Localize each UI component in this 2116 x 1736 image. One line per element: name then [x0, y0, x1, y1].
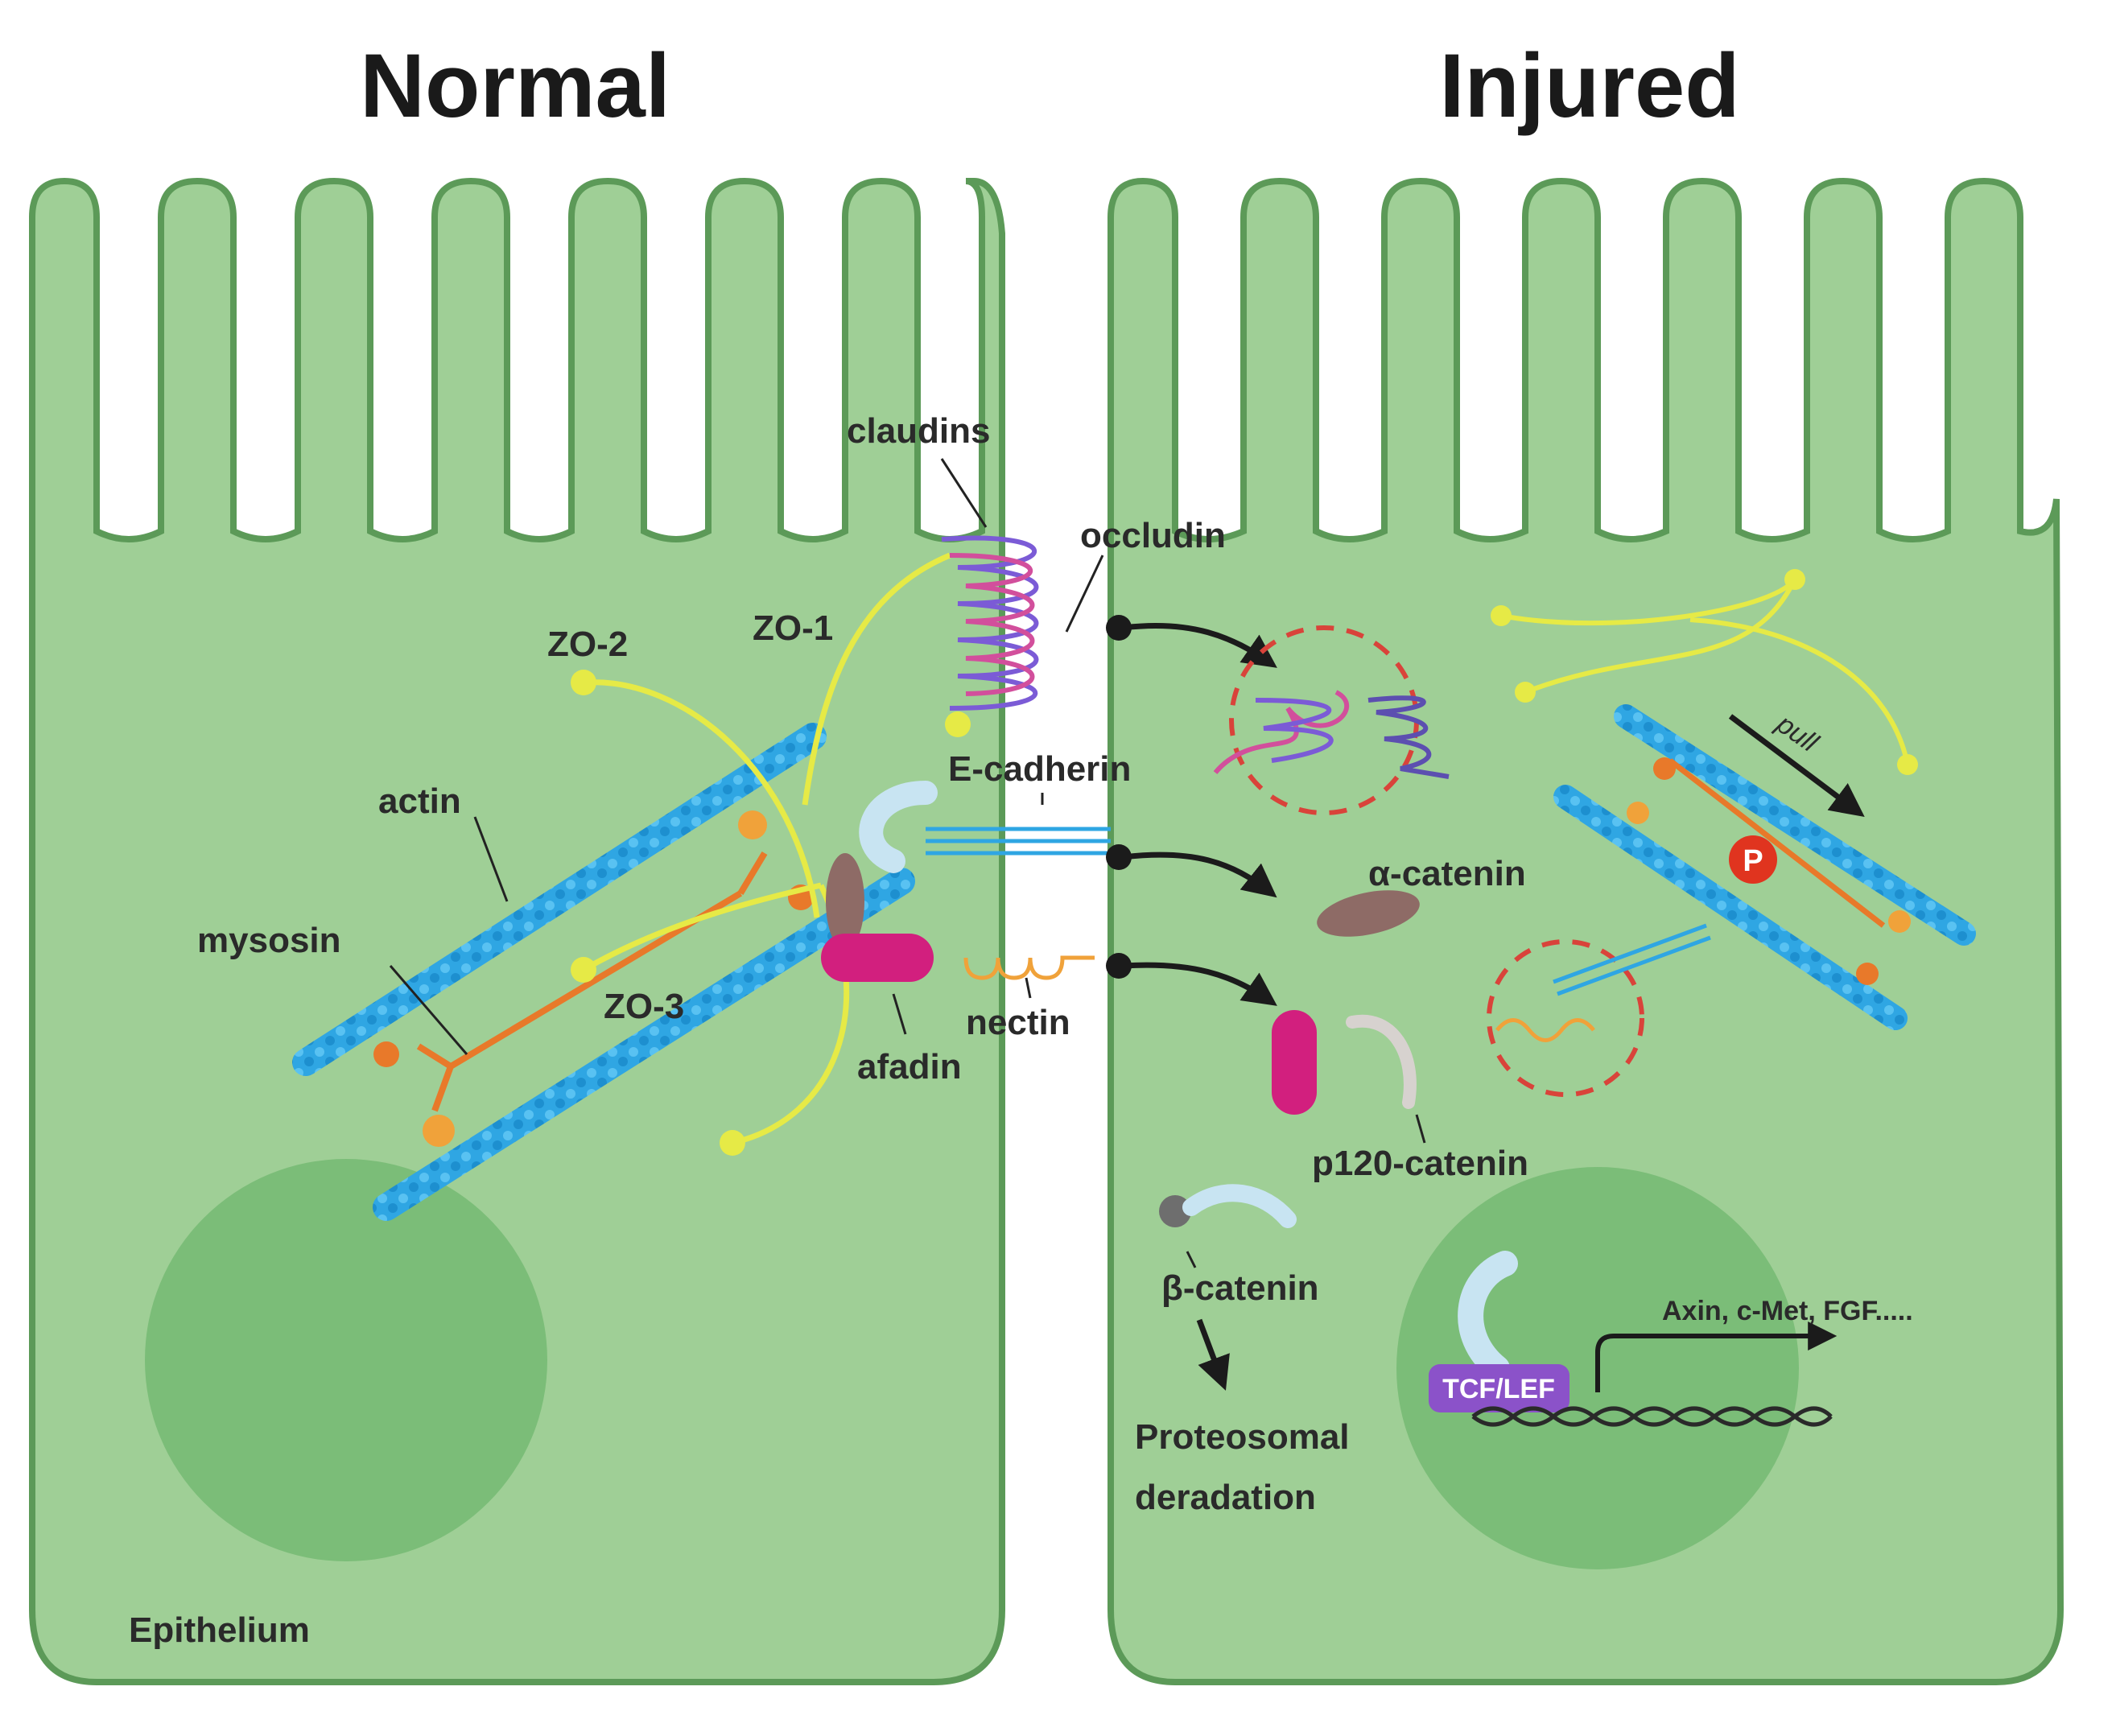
label-targets: Axin, c-Met, FGF..... — [1662, 1296, 1913, 1326]
normal-actin-filaments — [292, 723, 915, 1221]
leader-beta — [1186, 1251, 1197, 1268]
injured-zo-proteins — [1500, 578, 1910, 765]
injured-nectin — [1495, 1018, 1595, 1042]
e-cadherin-normal — [926, 827, 1111, 856]
pull-arrow — [1728, 714, 1865, 818]
label-actin: actin — [378, 781, 461, 821]
afadin-normal — [821, 934, 934, 982]
zo-end — [1897, 754, 1918, 775]
label-nectin: nectin — [966, 1003, 1070, 1042]
injured-claudins — [1213, 690, 1450, 779]
label-p120-catenin: p120-catenin — [1312, 1144, 1528, 1183]
label-alpha-catenin: α-catenin — [1368, 854, 1526, 893]
transition-arrows — [1122, 622, 1277, 1006]
myosin-head — [1627, 802, 1649, 824]
zo2-end — [571, 670, 596, 695]
alpha-catenin-injured — [1317, 890, 1420, 937]
myosin-head — [373, 1041, 399, 1067]
degradation-circle-nectin — [1487, 939, 1644, 1097]
myosin-head — [1653, 757, 1676, 780]
label-mysosin: mysosin — [197, 921, 341, 960]
label-tcf-lef: TCF/LEF — [1442, 1374, 1555, 1404]
zo-end — [1784, 569, 1805, 590]
zo-end — [1515, 682, 1536, 703]
arrow-origin — [1106, 844, 1132, 870]
myosin-head — [1888, 910, 1911, 933]
dna-helix — [1471, 1406, 1833, 1427]
myosin-head — [423, 1115, 455, 1147]
label-afadin: afadin — [857, 1047, 962, 1087]
normal-nucleus — [145, 1159, 547, 1561]
title-normal: Normal — [360, 35, 670, 136]
tcf-lef-box — [1429, 1364, 1569, 1412]
label-epithelium: Epithelium — [129, 1610, 310, 1650]
injured-cell — [1107, 177, 2064, 1685]
zo-end — [1491, 605, 1512, 626]
beta-catenin-injured — [1182, 1184, 1297, 1228]
nectin-normal — [963, 955, 1095, 980]
label-zo3: ZO-3 — [604, 987, 684, 1026]
myosin-head — [1856, 963, 1879, 985]
label-claudins: claudins — [847, 411, 991, 451]
normal-leader-lines — [389, 458, 1104, 1055]
beta-catenin-normal — [859, 781, 938, 873]
degradation-arrow — [1196, 1318, 1230, 1391]
arrow-origin — [1106, 615, 1132, 641]
arrow-origin — [1106, 953, 1132, 979]
nuclear-beta-catenin — [1458, 1251, 1518, 1381]
label-zo1: ZO-1 — [753, 608, 833, 648]
zo1-end — [720, 1130, 745, 1156]
zo1-tip — [945, 711, 971, 737]
label-proteosomal-2: deradation — [1135, 1478, 1316, 1517]
label-e-cadherin: E-cadherin — [948, 749, 1131, 789]
myosin-head — [738, 810, 767, 839]
normal-claudins — [941, 535, 1039, 711]
alpha-catenin-normal — [826, 853, 864, 950]
title-injured: Injured — [1439, 35, 1739, 136]
label-occludin: occludin — [1080, 516, 1226, 555]
p120-catenin-shape — [1346, 1014, 1417, 1109]
zo3-end — [571, 957, 596, 983]
injured-myosin — [1668, 758, 1886, 928]
leader-p120 — [1415, 1114, 1426, 1144]
injured-e-cadherin — [1553, 923, 1711, 996]
phospho-badge — [1729, 835, 1777, 884]
label-beta-catenin: β-catenin — [1161, 1268, 1319, 1308]
transcription-arrow — [1595, 1322, 1838, 1392]
beta-catenin-phospho — [1159, 1195, 1191, 1227]
label-proteosomal-1: Proteosomal — [1135, 1417, 1350, 1457]
afadin-injured — [1272, 1010, 1317, 1115]
label-zo2: ZO-2 — [547, 625, 628, 664]
injured-actin-filaments — [1553, 704, 1976, 1030]
phospho-label: P — [1743, 844, 1763, 878]
